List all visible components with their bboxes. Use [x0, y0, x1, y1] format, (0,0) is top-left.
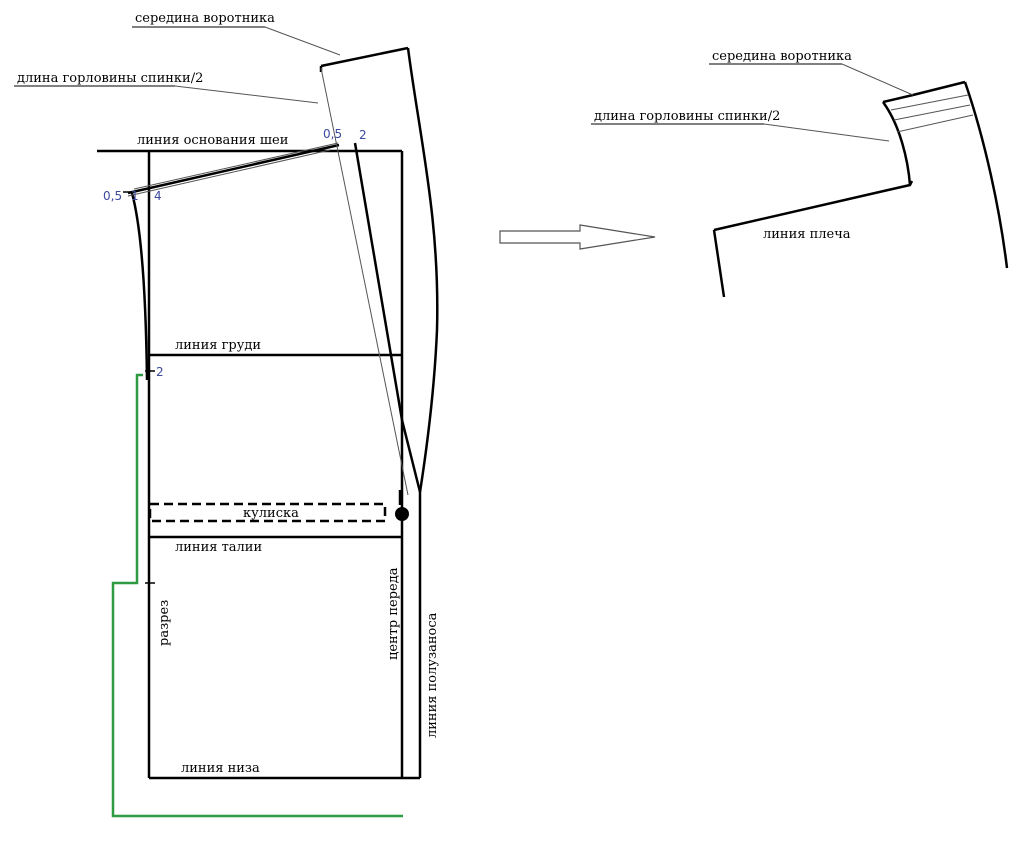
mark-0-5-top: 0,5	[323, 127, 342, 141]
detail-collar-stripe	[893, 104, 971, 121]
mark-4: 4	[154, 189, 162, 203]
neck-guide-line	[133, 142, 339, 190]
shoulder-line	[127, 143, 340, 195]
mark-1: 1	[131, 189, 139, 203]
collar-detail-thin	[763, 63, 974, 142]
detail-collar-stripe	[890, 94, 969, 111]
drawstring-label: кулиска	[243, 506, 299, 521]
back-neck-pointer	[174, 85, 319, 104]
hem-line-label: линия низа	[181, 761, 260, 776]
detail-armhole-line	[712, 229, 726, 298]
front-pattern	[97, 46, 439, 780]
chest-line-label: линия груди	[175, 338, 261, 353]
neck-guide-line-2	[127, 149, 331, 197]
detail-shoulder-label: линия плеча	[763, 227, 851, 242]
collar-middle-label: середина воротника	[135, 11, 275, 26]
mark-2-top: 2	[359, 128, 367, 142]
collar-guide-line	[320, 67, 409, 496]
front-center-label: центр переда	[386, 567, 401, 660]
arrow-icon	[499, 224, 656, 250]
back-neck-label: длина горловины спинки/2	[17, 71, 203, 86]
detail-collar-top	[882, 80, 966, 104]
detail-collar-middle-pointer	[841, 63, 914, 96]
detail-shoulder-line	[713, 180, 914, 232]
collar-middle-pointer	[264, 26, 341, 56]
wrap-line-label: линия полузаноса	[425, 612, 440, 738]
detail-back-neck-pointer	[763, 123, 890, 142]
collar-outer-edge	[406, 47, 439, 493]
detail-neck-curve	[881, 101, 912, 186]
slit-label: разрез	[157, 600, 172, 646]
mark-0-5-left: 0,5	[103, 189, 122, 203]
collar-middle-edge	[320, 46, 409, 68]
tick-marks	[123, 191, 155, 584]
drawstring-knot	[395, 507, 409, 521]
detail-back-neck-label: длина горловины спинки/2	[594, 109, 780, 124]
detail-collar-stripe	[896, 114, 974, 133]
slit-extension-line	[111, 373, 403, 818]
drawstring-channel	[148, 502, 387, 523]
waist-line-label: линия талии	[175, 540, 262, 555]
collar-inner-edge	[353, 142, 422, 493]
detail-collar-middle-label: середина воротника	[712, 49, 852, 64]
mark-2-chest: 2	[156, 365, 164, 379]
neck-base-label: линия основания шеи	[137, 133, 288, 148]
armhole-curve	[130, 192, 149, 381]
collar-detail	[712, 80, 1009, 298]
detail-collar-outer	[963, 81, 1009, 269]
construction-lines	[127, 26, 409, 496]
